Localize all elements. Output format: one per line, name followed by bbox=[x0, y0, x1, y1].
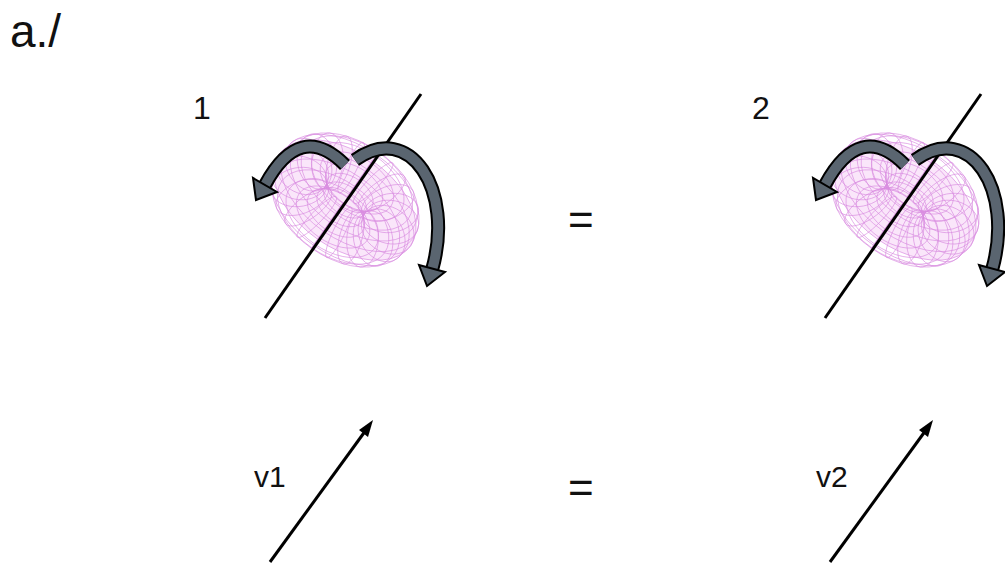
torus-wire bbox=[918, 209, 965, 262]
torus-figure bbox=[813, 94, 1005, 562]
torus-wire bbox=[307, 189, 364, 237]
vector-label: v1 bbox=[254, 462, 286, 492]
velocity-vector bbox=[270, 430, 366, 562]
rotation-arrow-outline bbox=[355, 148, 438, 270]
rotation-arrow bbox=[825, 147, 905, 185]
vector-arrowhead bbox=[919, 420, 933, 437]
torus-wire bbox=[846, 179, 938, 257]
rotation-arrowhead bbox=[979, 265, 1005, 286]
torus-wire bbox=[358, 209, 405, 262]
torus-figure bbox=[253, 94, 445, 562]
rotation-arrowhead bbox=[253, 178, 277, 200]
figure-number: 1 bbox=[193, 92, 211, 124]
rotation-arrow bbox=[915, 148, 998, 270]
velocity-vector bbox=[830, 430, 926, 562]
rotation-arrowhead bbox=[813, 178, 837, 200]
rotation-arrow-outline bbox=[915, 148, 998, 270]
axis-line bbox=[265, 94, 421, 318]
torus-wire bbox=[297, 196, 337, 237]
axis-line bbox=[825, 94, 981, 318]
torus-wire bbox=[832, 159, 959, 267]
torus-wire bbox=[923, 193, 979, 232]
figure-number: 2 bbox=[752, 92, 770, 124]
rotation-arrow-outline bbox=[265, 147, 345, 185]
torus-wire bbox=[278, 170, 389, 264]
rotation-arrowhead bbox=[419, 265, 445, 286]
panel-label: a./ bbox=[10, 8, 61, 54]
rotation-arrow-outline bbox=[825, 147, 905, 185]
vector-label: v2 bbox=[816, 462, 848, 492]
rotation-arrow bbox=[265, 147, 345, 185]
torus-wire bbox=[838, 170, 949, 264]
rotation-arrow bbox=[355, 148, 438, 270]
equals-sign: = bbox=[568, 466, 594, 510]
vector-arrowhead bbox=[359, 420, 373, 437]
torus-wire bbox=[363, 193, 419, 232]
torus-wire bbox=[867, 189, 924, 237]
equals-sign: = bbox=[568, 198, 594, 242]
torus-wire bbox=[272, 159, 399, 267]
torus-wire bbox=[857, 196, 897, 237]
torus-wire bbox=[286, 179, 378, 257]
